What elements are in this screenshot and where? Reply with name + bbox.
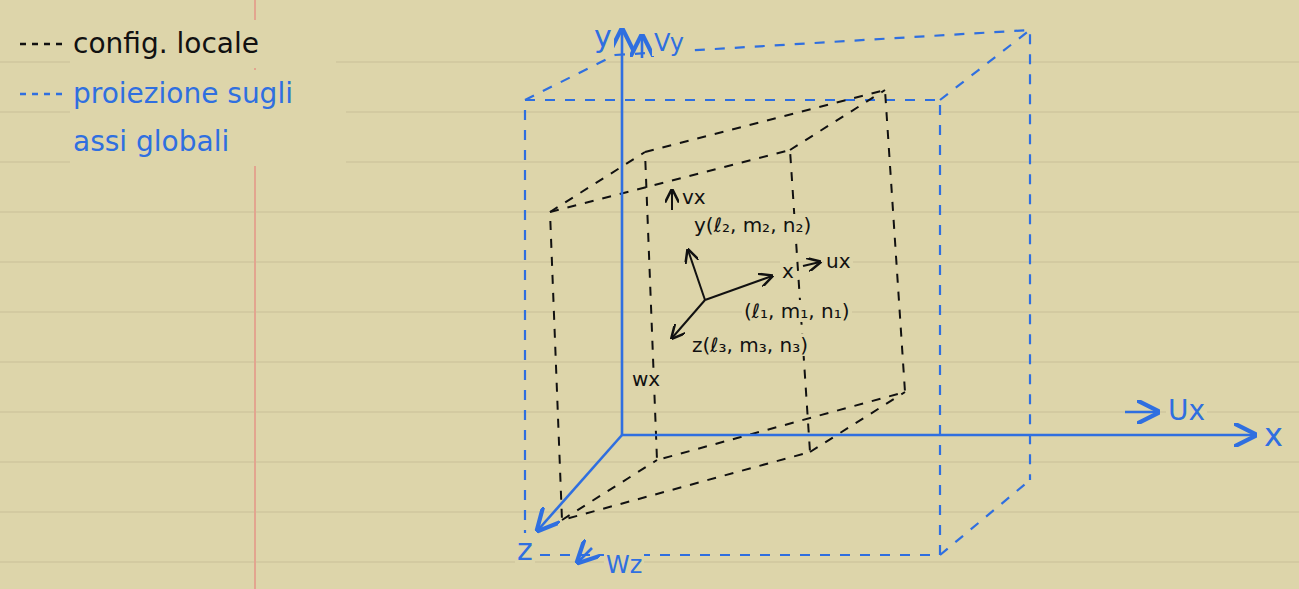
- velocity-label: Wz: [604, 552, 644, 578]
- velocity-label: vx: [680, 186, 708, 208]
- direction-cosines: (ℓ₁, m₁, n₁): [742, 300, 852, 322]
- axis-label: z: [515, 533, 535, 566]
- projection-box: [525, 30, 1030, 555]
- direction-cosines: z(ℓ₃, m₃, n₃): [690, 334, 810, 356]
- legend-text: config. locale: [70, 20, 336, 68]
- axis-label: y: [592, 20, 614, 53]
- ruled-lines: [0, 62, 1299, 562]
- legend-sample-global: [20, 93, 62, 96]
- direction-cosines: y(ℓ₂, m₂, n₂): [692, 214, 813, 236]
- axis-label: x: [1262, 418, 1285, 453]
- legend-sample-local: [20, 43, 62, 46]
- velocity-label: Ux: [1166, 396, 1207, 427]
- global-axes: [538, 30, 1255, 562]
- axis-label: x: [780, 260, 796, 282]
- velocity-label: ux: [824, 250, 853, 272]
- velocity-label: Vy: [652, 30, 686, 56]
- velocity-label: wx: [630, 368, 662, 390]
- legend-text: proiezione sugli assi globali: [70, 70, 346, 166]
